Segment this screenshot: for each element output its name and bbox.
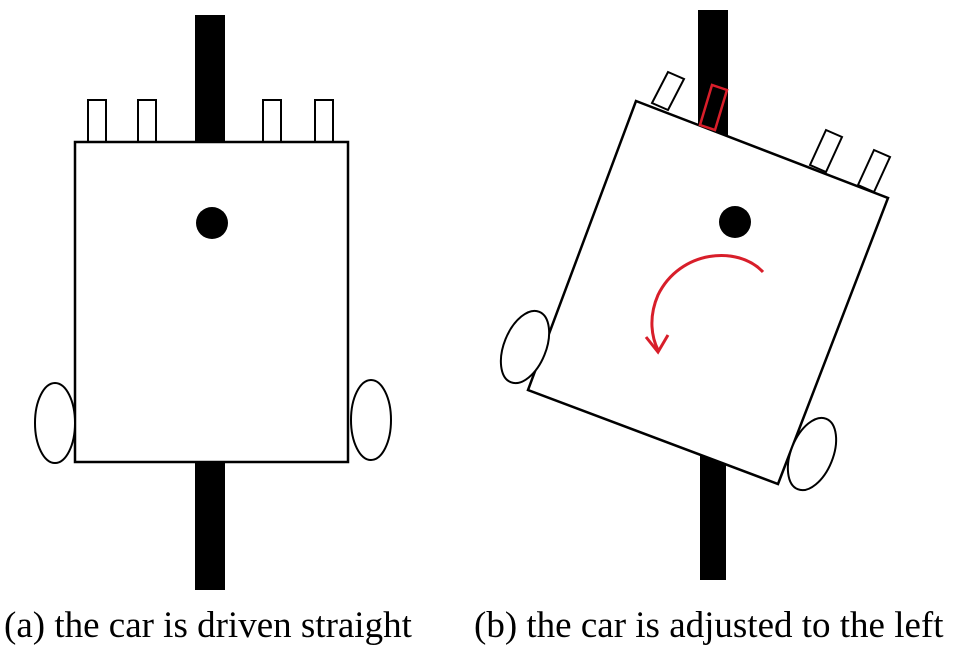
wheel-right (786, 416, 838, 492)
car-rotated (499, 70, 892, 492)
sensor-3 (808, 128, 844, 174)
sensor-4 (856, 148, 892, 194)
caption-panel-a: (a) the car is driven straight (4, 605, 412, 646)
panel-a (34, 15, 392, 590)
sensor-array (650, 70, 892, 194)
car-body (73, 140, 350, 464)
sensor-2-highlighted (698, 83, 729, 132)
panel-b (499, 10, 892, 580)
wheel-left (499, 309, 551, 385)
wheel-left (34, 382, 76, 464)
sensor-2 (137, 99, 157, 143)
sensor-4 (314, 99, 334, 143)
center-dot (719, 206, 751, 238)
wheel-right (350, 379, 392, 461)
track-line-top (195, 15, 225, 143)
caption-panel-b: (b) the car is adjusted to the left (474, 605, 944, 646)
curved-arrow-counterclockwise-icon (644, 254, 765, 355)
sensor-1 (650, 70, 686, 112)
track-line-bottom (195, 462, 225, 590)
sensor-3 (262, 99, 282, 143)
sensor-array (87, 99, 334, 143)
center-dot (196, 207, 228, 239)
car-body (526, 99, 890, 486)
sensor-1 (87, 99, 107, 143)
